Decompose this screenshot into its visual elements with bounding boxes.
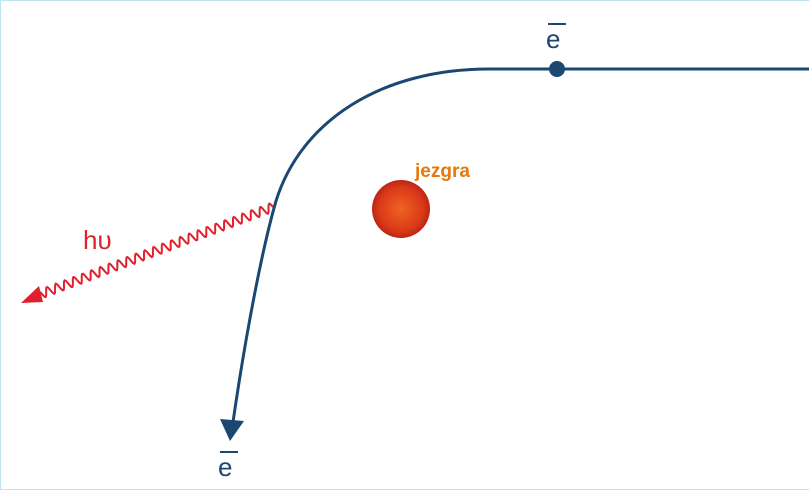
electron-out-text: e	[218, 452, 232, 482]
electron-arrowhead	[220, 419, 244, 441]
photon-label: hυ	[83, 225, 112, 255]
electron-out-label: e	[218, 451, 238, 482]
nucleus-icon	[372, 180, 430, 238]
electron-trajectory	[230, 67, 809, 430]
electron-in-label: e	[546, 23, 566, 54]
photon-arrowhead	[21, 286, 43, 303]
electron-dot-icon	[549, 61, 565, 77]
electron-in-text: e	[546, 24, 560, 54]
photon-wave-icon	[39, 202, 274, 299]
nucleus-label: jezgra	[414, 161, 470, 182]
